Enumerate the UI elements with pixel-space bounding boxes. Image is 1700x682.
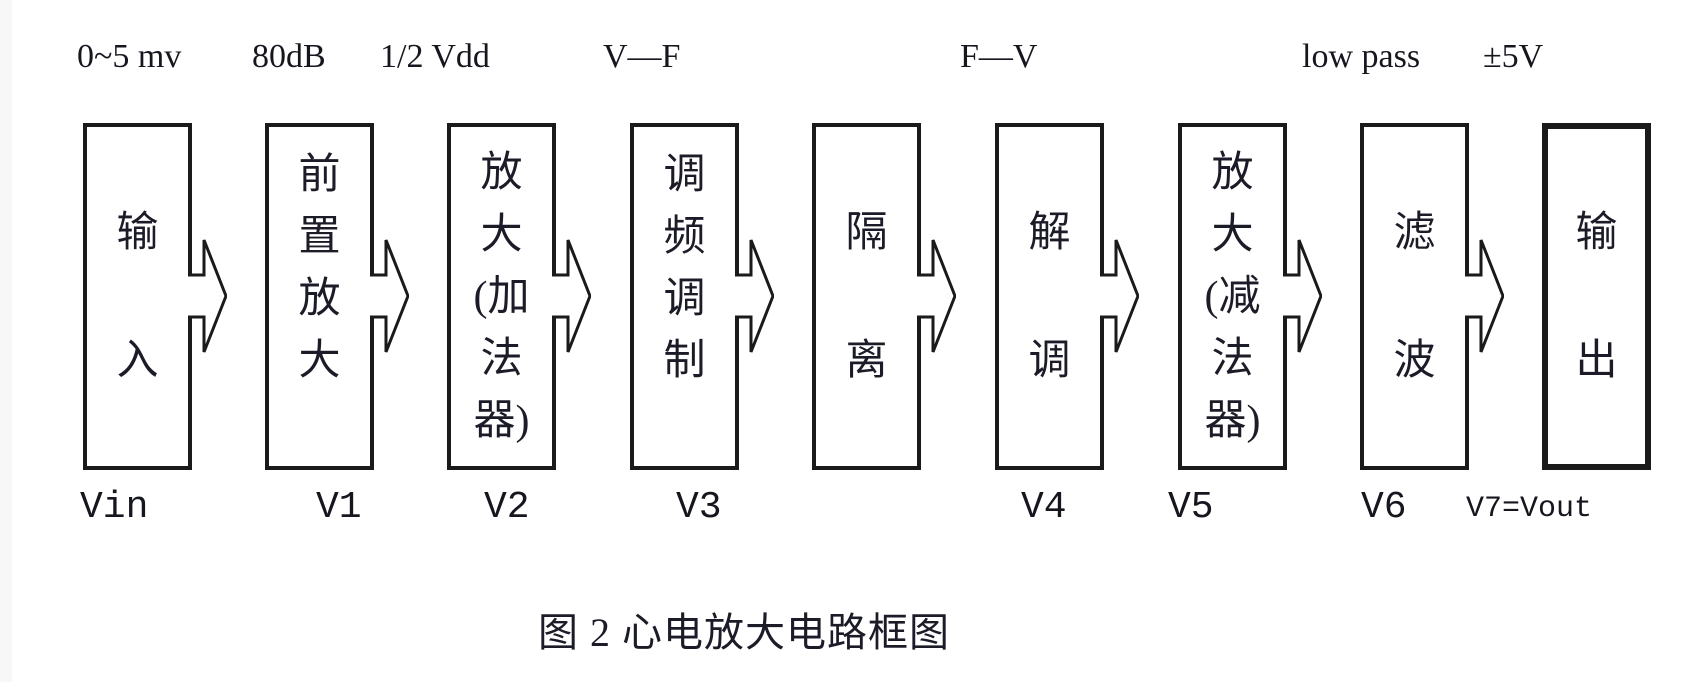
flow-arrow-3	[552, 239, 591, 353]
signal-label-v2: V2	[484, 486, 530, 529]
block-isolation: 隔 离	[812, 123, 921, 470]
signal-label-v5: V5	[1168, 486, 1214, 529]
flow-arrow-8	[1465, 239, 1504, 353]
block-amplifier-adder-label: 放 大 (加 法 器)	[473, 149, 530, 444]
block-isolation-label: 隔 离	[845, 209, 888, 384]
figure-caption: 图 2 心电放大电路框图	[538, 610, 950, 655]
top-label-f-to-v: F—V	[960, 38, 1038, 75]
block-fm-modulation-label: 调 频 调 制	[663, 151, 706, 384]
flow-arrow-4	[735, 239, 774, 353]
signal-label-vin: Vin	[80, 486, 149, 529]
block-preamplifier: 前 置 放 大	[265, 123, 374, 470]
block-filter: 滤 波	[1360, 123, 1469, 470]
top-label-low-pass: low pass	[1302, 38, 1421, 75]
block-output-label: 输 出	[1575, 209, 1618, 384]
block-amplifier-adder: 放 大 (加 法 器)	[447, 123, 556, 470]
block-fm-modulation: 调 频 调 制	[630, 123, 739, 470]
block-output: 输 出	[1542, 123, 1651, 470]
signal-label-v4: V4	[1021, 486, 1067, 529]
block-preamplifier-label: 前 置 放 大	[298, 151, 341, 384]
block-input-label: 输 入	[116, 209, 159, 384]
signal-label-v1: V1	[316, 486, 362, 529]
flow-arrow-6	[1100, 239, 1139, 353]
flow-arrow-5	[917, 239, 956, 353]
flow-arrow-2	[370, 239, 409, 353]
signal-label-v3: V3	[676, 486, 722, 529]
top-label-v-to-f: V—F	[603, 38, 681, 75]
block-amplifier-subtractor-label: 放 大 (减 法 器)	[1204, 149, 1261, 444]
block-input: 输 入	[83, 123, 192, 470]
page-edge-strip	[0, 0, 12, 682]
top-label-plus-minus-5v: ±5V	[1483, 38, 1544, 75]
top-label-half-vdd: 1/2 Vdd	[380, 38, 490, 75]
block-filter-label: 滤 波	[1393, 209, 1436, 384]
flow-arrow-1	[188, 239, 227, 353]
block-demodulation-label: 解 调	[1028, 209, 1071, 384]
block-amplifier-subtractor: 放 大 (减 法 器)	[1178, 123, 1287, 470]
signal-label-v6: V6	[1361, 486, 1407, 529]
top-label-input-range: 0~5 mv	[77, 38, 182, 75]
block-demodulation: 解 调	[995, 123, 1104, 470]
signal-label-v7-vout: V7=Vout	[1466, 492, 1593, 526]
top-label-gain-80db: 80dB	[252, 38, 326, 75]
flow-arrow-7	[1283, 239, 1322, 353]
